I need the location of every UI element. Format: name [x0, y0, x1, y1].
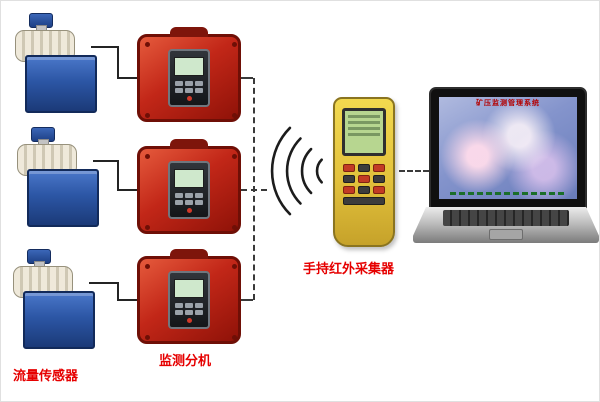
label-flow-sensor: 流量传感器: [13, 369, 79, 384]
handheld-keypad: [341, 164, 387, 205]
monitor-case-1: [137, 27, 241, 122]
connector-line: [117, 46, 119, 78]
dashed-link: [399, 170, 429, 172]
laptop-display: 矿压监测管理系统: [439, 97, 577, 199]
connector-line: [93, 160, 119, 162]
panel-led: [186, 318, 192, 323]
case-control-panel: [168, 161, 210, 219]
case-handle: [170, 139, 208, 149]
laptop-touchpad: [489, 229, 523, 240]
case-handle: [170, 27, 208, 37]
handheld-collector: [333, 97, 395, 247]
flow-sensor-group-1: [15, 13, 107, 117]
connector-line: [117, 160, 119, 191]
sensor-box: [27, 169, 99, 227]
panel-display: [174, 57, 204, 76]
connector-line: [117, 77, 137, 79]
panel-display: [174, 169, 204, 188]
case-bolts: [145, 42, 150, 47]
laptop-screen: 矿压监测管理系统: [429, 87, 587, 209]
laptop-keyboard: [443, 210, 569, 226]
panel-keys: [173, 303, 205, 315]
laptop-computer: 矿压监测管理系统: [413, 87, 599, 243]
label-monitor-unit: 监测分机: [159, 354, 212, 369]
case-control-panel: [168, 271, 210, 329]
connector-line: [117, 299, 137, 301]
case-bolts: [145, 264, 150, 269]
label-handheld-collector: 手持红外采集器: [303, 262, 395, 277]
case-bolts: [145, 154, 150, 159]
flow-sensor-group-2: [17, 127, 109, 231]
wireless-signal-icon: [270, 126, 323, 216]
panel-keys: [173, 193, 205, 205]
handheld-lcd-screen: [342, 108, 386, 156]
panel-display: [174, 279, 204, 298]
case-control-panel: [168, 49, 210, 107]
sensor-box: [25, 55, 97, 113]
dashed-link: [241, 299, 253, 301]
monitor-case-2: [137, 139, 241, 234]
dashed-link: [241, 77, 253, 79]
flow-sensor-group-3: [13, 249, 105, 353]
connector-line: [89, 282, 119, 284]
laptop-screen-title: 矿压监测管理系统: [476, 99, 540, 107]
monitor-case-3: [137, 249, 241, 344]
case-handle: [170, 249, 208, 259]
panel-keys: [173, 81, 205, 93]
panel-led: [186, 208, 192, 213]
connector-line: [91, 46, 119, 48]
connector-line: [117, 282, 119, 301]
dashed-link: [241, 189, 267, 191]
sensor-box: [23, 291, 95, 349]
laptop-base: [413, 207, 599, 243]
connector-line: [117, 189, 137, 191]
panel-led: [186, 96, 192, 101]
handheld-function-key: [343, 197, 385, 205]
